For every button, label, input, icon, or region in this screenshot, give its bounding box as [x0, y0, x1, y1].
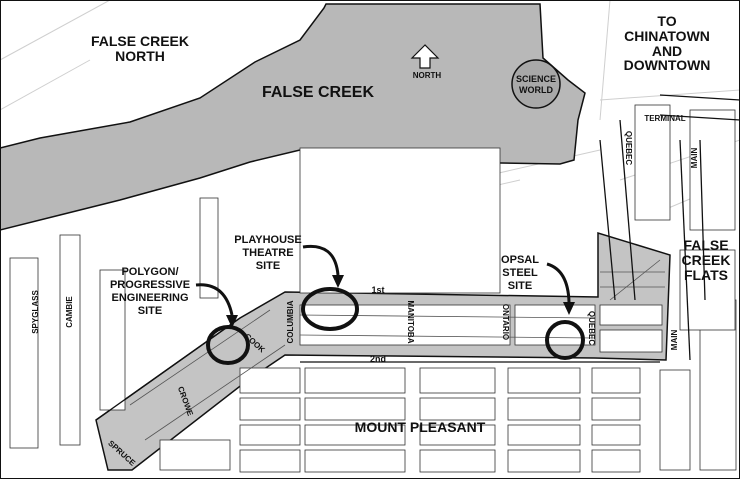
polygon-label-3: ENGINEERING: [111, 292, 188, 304]
pointer-arrowheads: [226, 275, 575, 328]
major-roads: [95, 94, 740, 421]
redevelopment-sites: [95, 231, 671, 471]
site-circles: [206, 287, 585, 365]
polygon-label-4: SITE: [138, 305, 162, 317]
and-label: AND: [652, 43, 682, 59]
site-labels: PLAYHOUSE THEATRE SITE POLYGON/ PROGRESS…: [110, 234, 539, 317]
first-ave-label: 1st: [371, 285, 384, 295]
columbia-street-label: COLUMBIA: [286, 300, 295, 343]
flats-label-2: CREEK: [681, 252, 730, 268]
downtown-label: DOWNTOWN: [624, 57, 711, 73]
opsal-arrow: [546, 262, 571, 303]
flats-label-3: FLATS: [684, 267, 728, 283]
second-ave-label: 2nd: [370, 354, 386, 364]
false-creek-water: [0, 3, 586, 231]
opsal-label-3: SITE: [508, 280, 532, 292]
main-street-top-label: MAIN: [690, 148, 699, 169]
false-creek-north-label: FALSE CREEK: [91, 33, 189, 49]
spyglass-street-label: SPYGLASS: [31, 290, 40, 334]
science-world-label-2: WORLD: [519, 85, 553, 95]
playhouse-site-circle: [301, 287, 359, 331]
to-label: TO: [657, 13, 676, 29]
flats-label-1: FALSE: [683, 237, 728, 253]
science-world-label-1: SCIENCE: [516, 74, 556, 84]
opsal-site-circle: [545, 320, 585, 360]
quebec-street-top-label: QUEBEC: [624, 131, 633, 165]
terminal-label: TERMINAL: [644, 114, 685, 123]
manitoba-street-label: MANITOBA: [406, 301, 415, 344]
main-street-label: MAIN: [670, 330, 679, 351]
pointer-arrows: [195, 244, 571, 316]
north-arrow-icon: [410, 44, 440, 69]
chinatown-label: CHINATOWN: [624, 28, 710, 44]
false-creek-label: FALSE CREEK: [262, 84, 374, 101]
science-world: [511, 59, 561, 109]
north-label: NORTH: [413, 71, 442, 80]
site-main-strip: [95, 231, 671, 471]
opsal-label-1: OPSAL: [501, 254, 539, 266]
false-creek-north-label-2: NORTH: [115, 48, 165, 64]
site-streets: [129, 259, 665, 441]
playhouse-label-3: SITE: [256, 260, 280, 272]
polygon-arrow: [195, 283, 234, 316]
opsal-label-2: STEEL: [502, 267, 538, 279]
mount-pleasant-label: MOUNT PLEASANT: [355, 419, 486, 435]
playhouse-label-1: PLAYHOUSE: [234, 234, 301, 246]
ontario-street-label: ONTARIO: [501, 304, 510, 340]
street-blocks: [9, 104, 737, 473]
playhouse-label-2: THEATRE: [242, 247, 293, 259]
polygon-site-circle: [206, 325, 250, 365]
small-labels: NORTH SCIENCE WORLD TERMINAL 1st 2nd: [370, 71, 686, 364]
polygon-label-2: PROGRESSIVE: [110, 279, 190, 291]
polygon-label-1: POLYGON/: [121, 266, 178, 278]
quebec-street-label: QUEBEC: [587, 311, 596, 345]
cambie-street-label: CAMBIE: [65, 296, 74, 328]
area-labels: FALSE CREEK NORTH FALSE CREEK TO CHINATO…: [91, 13, 731, 435]
playhouse-arrow: [302, 244, 340, 276]
